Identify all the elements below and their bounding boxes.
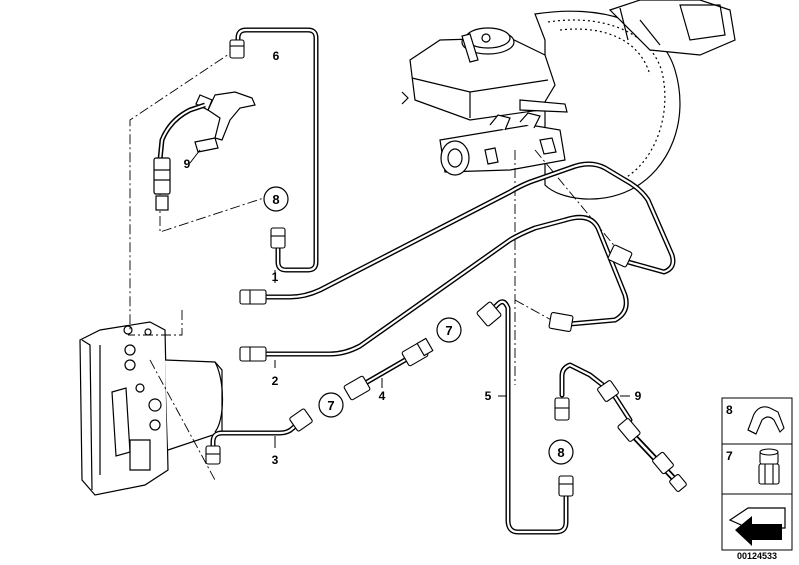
legend-item-7: 7 bbox=[726, 448, 780, 485]
document-id: 00124533 bbox=[737, 551, 777, 561]
label-2: 2 bbox=[272, 374, 279, 388]
svg-text:7: 7 bbox=[726, 449, 733, 463]
reservoir bbox=[401, 27, 568, 121]
brake-lines-inner bbox=[211, 28, 675, 534]
label-9-upper: 9 bbox=[184, 157, 191, 171]
circled-labels: 8 8 7 7 7 bbox=[0, 0, 574, 465]
label-6: 6 bbox=[273, 49, 280, 63]
continuation-arrow-icon bbox=[728, 507, 786, 546]
flex-hose-upper bbox=[153, 91, 256, 211]
svg-text:7: 7 bbox=[445, 323, 452, 338]
circled-label-7-left: 7 bbox=[318, 392, 344, 418]
svg-text:8: 8 bbox=[726, 403, 733, 417]
legend-item-8: 8 bbox=[726, 403, 785, 435]
circled-label-8-upper: 8 bbox=[263, 186, 289, 212]
fitting-nut-icon bbox=[758, 448, 780, 485]
svg-text:8: 8 bbox=[272, 192, 279, 207]
fittings bbox=[205, 39, 633, 497]
label-5: 5 bbox=[485, 389, 492, 403]
circled-label-8-lower: 8 bbox=[548, 439, 574, 465]
label-1: 1 bbox=[272, 270, 279, 284]
svg-text:7: 7 bbox=[327, 398, 334, 413]
svg-text:8: 8 bbox=[557, 445, 564, 460]
circled-label-7-extra: 7 bbox=[0, 0, 7, 3]
circled-label-7-center: 7 bbox=[436, 317, 462, 343]
label-4: 4 bbox=[379, 389, 386, 403]
hose-4 bbox=[343, 337, 434, 401]
hose-9-right bbox=[617, 418, 687, 492]
brake-booster bbox=[534, 0, 736, 200]
label-9-right: 9 bbox=[635, 389, 642, 403]
label-3: 3 bbox=[272, 453, 279, 467]
label-leaders bbox=[189, 149, 630, 448]
part-labels: 1 2 3 4 5 6 9 9 bbox=[184, 49, 642, 467]
abs-hydraulic-unit bbox=[79, 321, 224, 496]
master-cylinder bbox=[439, 112, 566, 176]
clip-icon bbox=[747, 406, 785, 435]
legend-panel: 8 7 bbox=[721, 397, 793, 551]
